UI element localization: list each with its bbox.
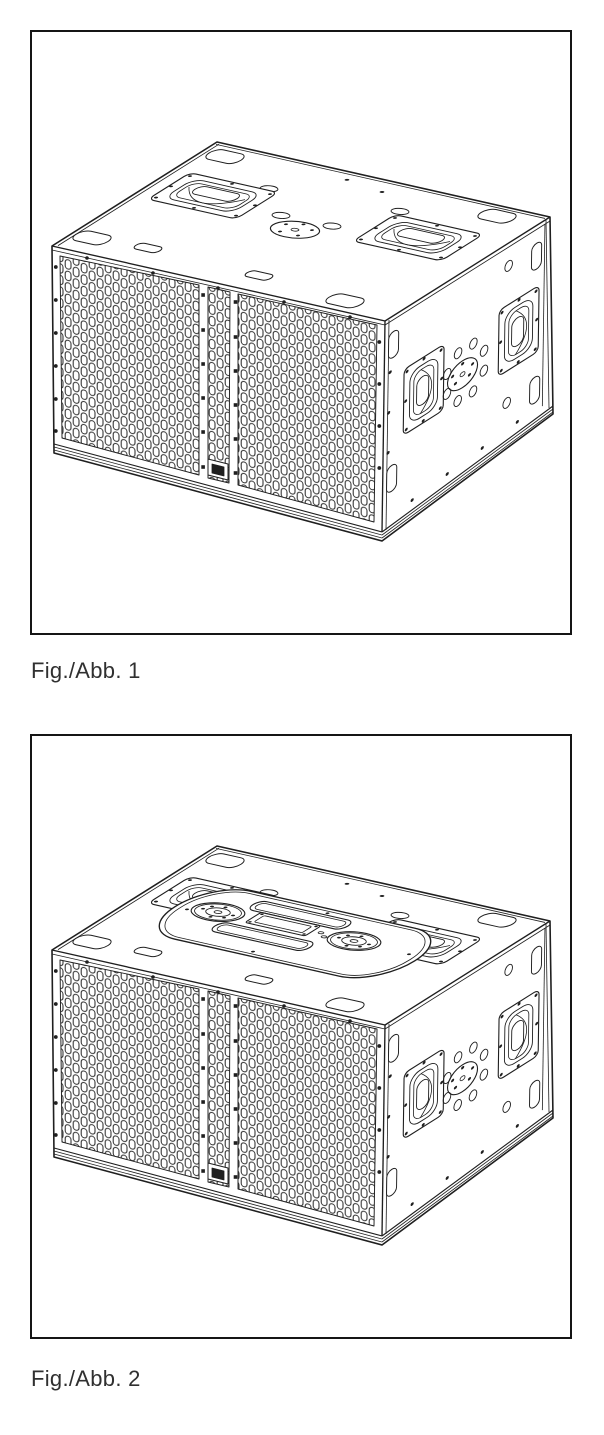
figure-1-caption: Fig./Abb. 1 [31,658,141,683]
figure-1-frame [30,30,572,635]
figure-2-drawing [32,736,570,1337]
figure-2-frame [30,734,572,1339]
figure-1-drawing [32,32,570,633]
figure-2-caption: Fig./Abb. 2 [31,1366,141,1391]
